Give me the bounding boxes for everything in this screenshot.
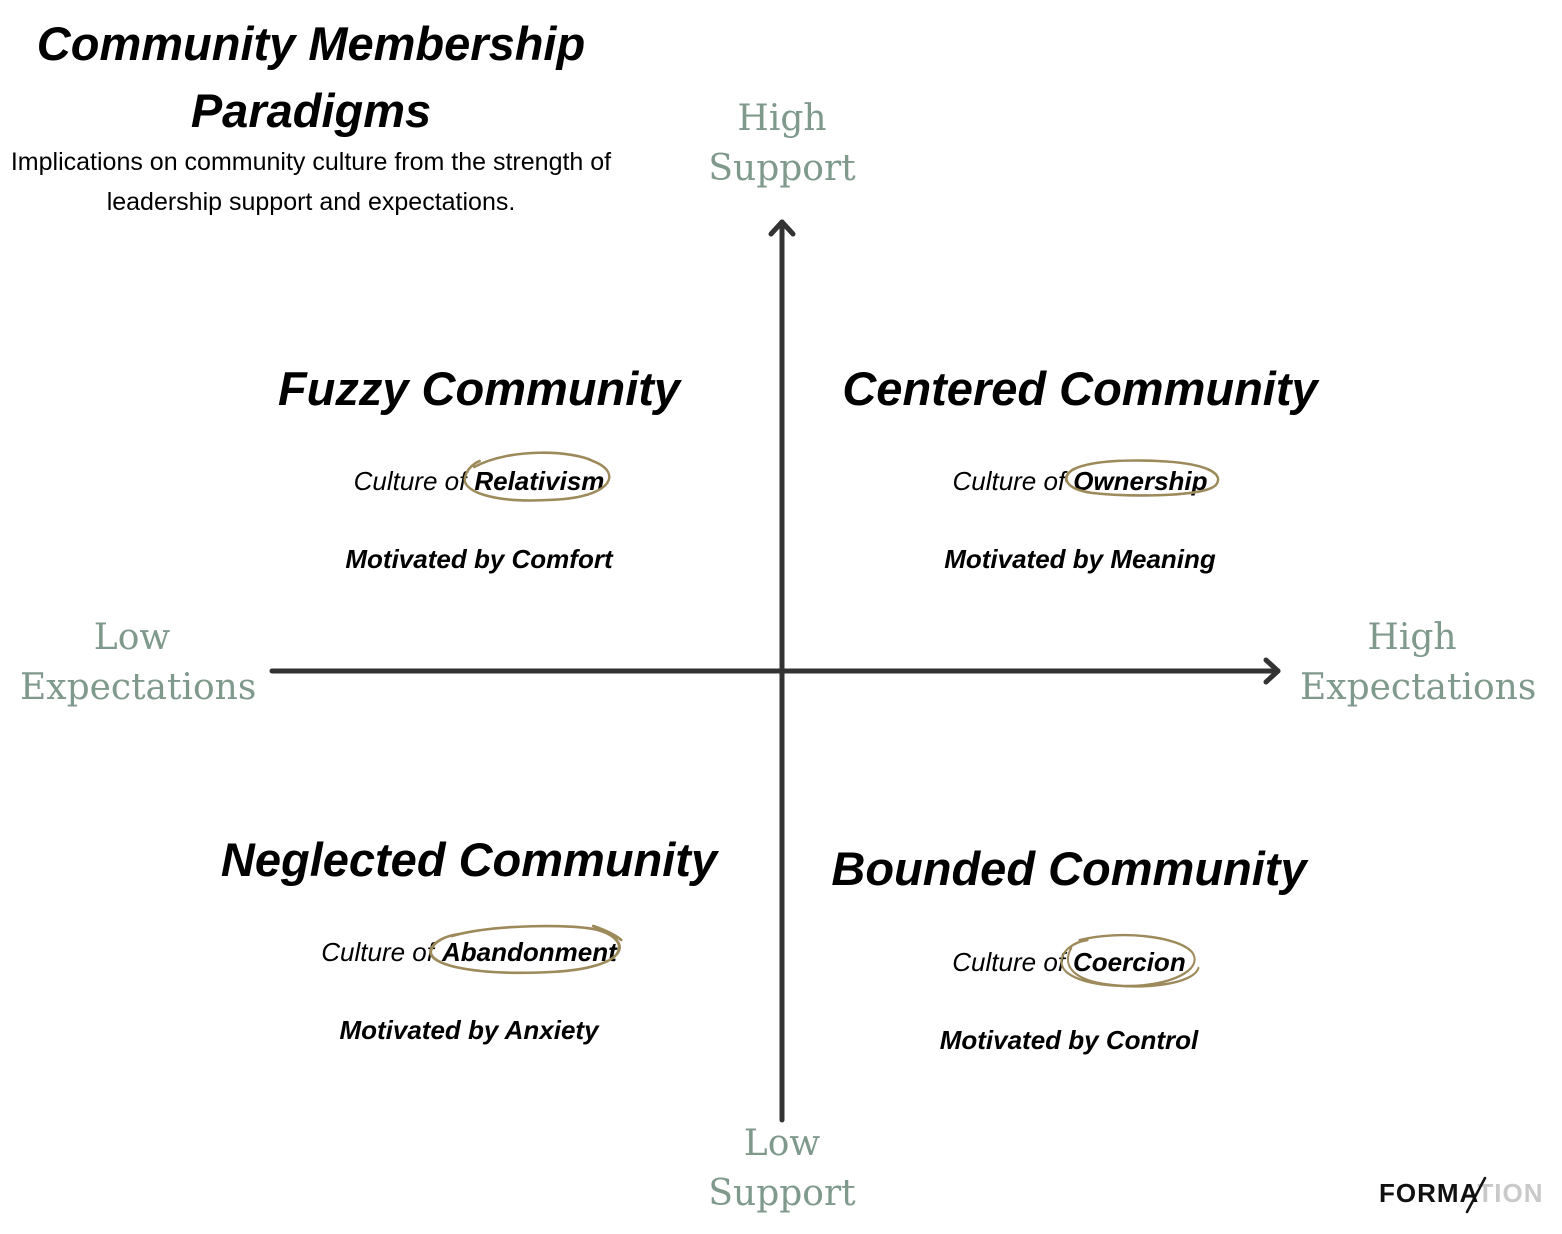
quadrant-motivation-bounded: Motivated by Control: [939, 1025, 1199, 1055]
culture-value-text: Ownership: [1073, 466, 1208, 496]
page-subtitle: Implications on community culture from t…: [10, 148, 612, 216]
culture-value-abandonment: Abandonment: [429, 924, 623, 975]
culture-value-text: Coercion: [1073, 947, 1186, 977]
page-title: Community Membership Paradigms: [36, 17, 586, 137]
logo-text-dark: FORMA: [1379, 1178, 1478, 1208]
axis-label-low-expectations: Low Expectations: [20, 617, 257, 708]
culture-prefix: Culture of: [952, 466, 1066, 496]
quadrant-title-bounded: Bounded Community: [831, 842, 1307, 895]
vertical-axis-arrowhead: [768, 219, 796, 237]
culture-value-text: Abandonment: [441, 937, 617, 967]
quadrant-motivation-centered: Motivated by Meaning: [944, 544, 1216, 574]
culture-value-ownership: Ownership: [1065, 459, 1220, 499]
quadrant-motivation-fuzzy: Motivated by Comfort: [345, 544, 613, 574]
culture-value-relativism: Relativism: [463, 451, 611, 502]
axis-label-high-support: High Support: [708, 98, 856, 189]
quadrant-motivation-neglected: Motivated by Anxiety: [339, 1015, 599, 1045]
quadrant-title-fuzzy: Fuzzy Community: [277, 362, 681, 415]
culture-value-text: Relativism: [474, 466, 605, 496]
culture-prefix: Culture of: [353, 466, 467, 496]
culture-prefix: Culture of: [952, 947, 1066, 977]
logo-slash-icon: [1465, 1176, 1487, 1214]
logo-text-light: TION: [1477, 1178, 1544, 1208]
quadrant-title-centered: Centered Community: [842, 362, 1318, 415]
culture-value-coercion: Coercion: [1060, 933, 1200, 988]
axis-label-low-support: Low Support: [708, 1123, 856, 1214]
horizontal-axis-arrowhead: [1263, 657, 1281, 685]
formation-logo: FORMATION: [1379, 1176, 1544, 1214]
axis-label-high-expectations: High Expectations: [1300, 617, 1537, 708]
culture-prefix: Culture of: [321, 937, 434, 967]
quadrant-title-neglected: Neglected Community: [220, 833, 718, 886]
